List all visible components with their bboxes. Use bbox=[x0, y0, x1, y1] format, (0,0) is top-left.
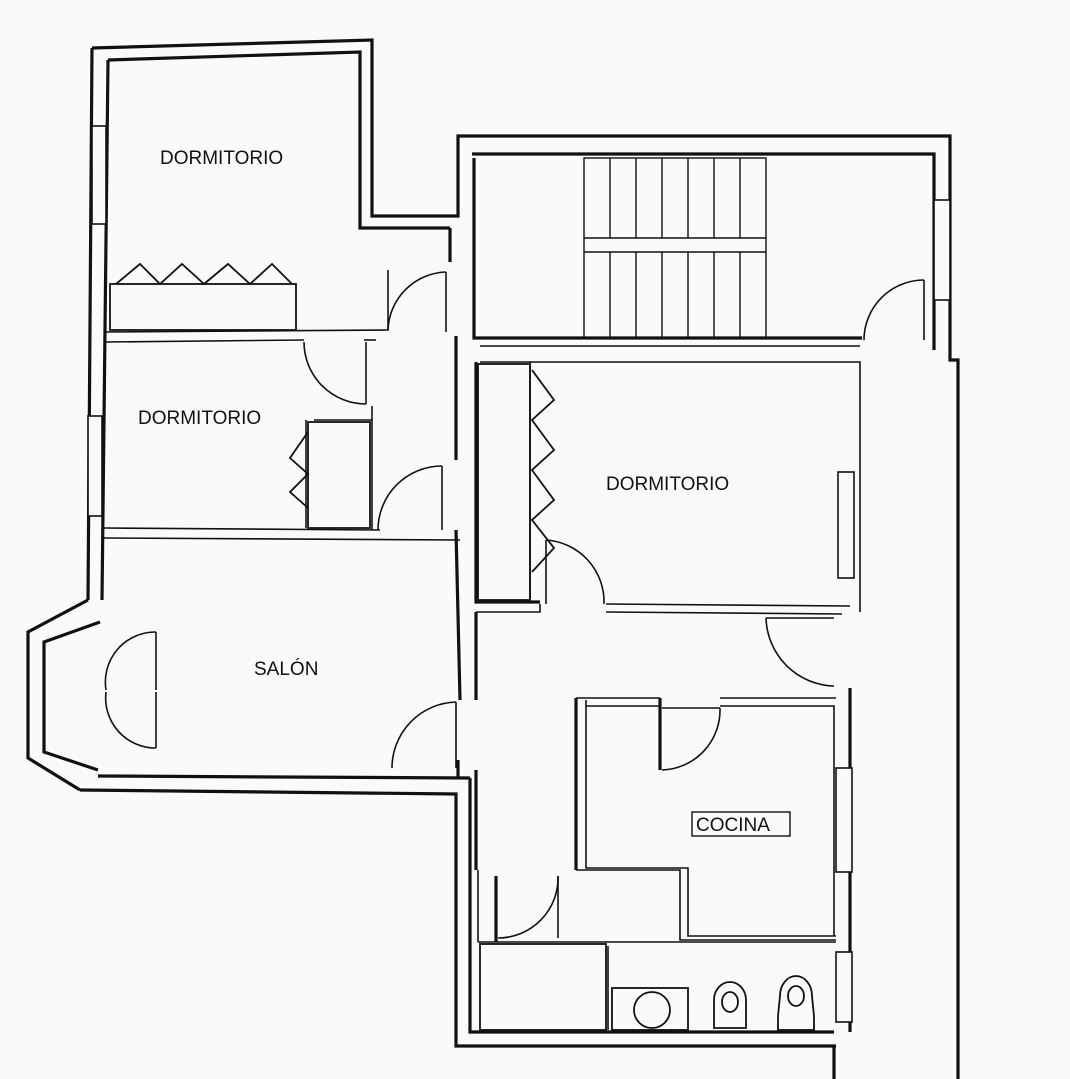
staircase bbox=[583, 157, 767, 339]
room-label-living-room: SALÓN bbox=[254, 658, 318, 680]
doors bbox=[104, 271, 925, 939]
room-label-bedroom-3: DORMITORIO bbox=[606, 474, 729, 495]
wardrobe-bedroom-1 bbox=[109, 283, 297, 331]
shower-tray bbox=[479, 943, 607, 1031]
exterior-walls bbox=[26, 38, 960, 1079]
window-bedroom-3 bbox=[837, 471, 855, 579]
window-bath bbox=[835, 951, 853, 1023]
wardrobe-bedroom-3 bbox=[477, 363, 531, 601]
kitchen-label-box bbox=[691, 811, 791, 837]
room-label-bedroom-2: DORMITORIO bbox=[138, 408, 261, 429]
bathroom-fixtures bbox=[479, 943, 815, 1031]
window-bedroom-1 bbox=[91, 125, 107, 225]
washbasin-counter bbox=[611, 987, 689, 1031]
bidet-icon bbox=[713, 981, 747, 1029]
interior-walls bbox=[103, 158, 862, 1030]
wardrobe-bedroom-2 bbox=[307, 421, 371, 529]
toilet-icon bbox=[777, 975, 815, 1031]
window-kitchen bbox=[835, 767, 853, 873]
room-label-kitchen: COCINA bbox=[696, 815, 770, 836]
room-label-bedroom-1: DORMITORIO bbox=[160, 148, 283, 169]
room-labels: DORMITORIO DORMITORIO DORMITORIO SALÓN C… bbox=[138, 148, 791, 837]
window-stair bbox=[933, 199, 951, 301]
washbasin-icon bbox=[633, 991, 671, 1029]
window-bedroom-2 bbox=[87, 415, 103, 517]
windows bbox=[87, 125, 951, 1023]
wardrobes bbox=[109, 262, 556, 601]
